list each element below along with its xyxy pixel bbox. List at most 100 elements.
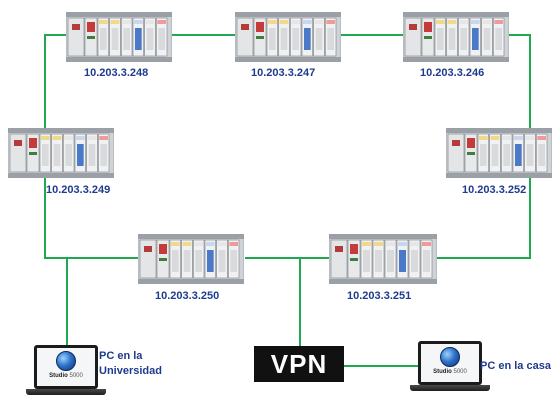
link-248-249 bbox=[44, 34, 66, 128]
rack-bottom-rail bbox=[446, 173, 552, 178]
rack-top-rail bbox=[403, 12, 509, 17]
io-module-stripe bbox=[64, 136, 73, 140]
power-led bbox=[335, 246, 343, 252]
io-module-face bbox=[280, 28, 288, 50]
io-module-face bbox=[538, 144, 545, 166]
power-led bbox=[241, 24, 249, 30]
io-module-stripe bbox=[76, 136, 85, 140]
io-module-face bbox=[269, 28, 276, 50]
io-module-face bbox=[515, 144, 522, 166]
io-module-stripe bbox=[490, 136, 500, 140]
laptop-home: Studio 5000 bbox=[410, 341, 490, 391]
io-module-face bbox=[100, 144, 107, 166]
power-supply-module bbox=[67, 17, 85, 57]
io-module-face bbox=[503, 144, 510, 166]
io-module-stripe bbox=[41, 136, 50, 140]
io-module-stripe bbox=[268, 20, 277, 24]
controller-display bbox=[29, 138, 37, 148]
controller-led bbox=[350, 258, 358, 261]
rack-bottom-rail bbox=[66, 57, 172, 62]
io-module-stripe bbox=[479, 136, 488, 140]
io-module-stripe bbox=[206, 242, 215, 246]
io-module-face bbox=[315, 28, 323, 50]
io-module-stripe bbox=[217, 242, 227, 246]
io-module-face bbox=[111, 28, 119, 50]
io-module-face bbox=[387, 250, 394, 272]
io-module-stripe bbox=[303, 20, 312, 24]
studio-5000-logo-icon bbox=[440, 347, 460, 367]
controller-display bbox=[87, 22, 95, 32]
controller-led bbox=[424, 36, 432, 39]
power-led bbox=[14, 140, 22, 146]
power-supply-module bbox=[330, 239, 348, 279]
io-module-face bbox=[292, 28, 299, 50]
controller-display bbox=[350, 244, 358, 254]
link-251-252 bbox=[437, 178, 531, 259]
power-supply-module bbox=[447, 133, 465, 173]
io-module-face bbox=[42, 144, 49, 166]
plc-rack-251 bbox=[329, 234, 437, 284]
ip-label-246: 10.203.3.246 bbox=[420, 67, 485, 79]
io-module-stripe bbox=[229, 242, 238, 246]
io-module-face bbox=[423, 250, 430, 272]
rack-bottom-rail bbox=[403, 57, 509, 62]
io-module-stripe bbox=[514, 136, 523, 140]
io-module-stripe bbox=[291, 20, 300, 24]
io-module-stripe bbox=[110, 20, 120, 24]
rack-top-rail bbox=[235, 12, 341, 17]
rack-top-rail bbox=[329, 234, 437, 239]
io-module-face bbox=[460, 28, 467, 50]
controller-led bbox=[159, 258, 167, 261]
io-module-face bbox=[123, 28, 130, 50]
io-module-face bbox=[53, 144, 61, 166]
io-module-face bbox=[183, 250, 191, 272]
ip-label-252: 10.203.3.252 bbox=[462, 184, 527, 196]
io-module-face bbox=[230, 250, 237, 272]
io-module-face bbox=[526, 144, 534, 166]
plc-rack-246 bbox=[403, 12, 509, 62]
io-module-stripe bbox=[99, 20, 108, 24]
laptop-base bbox=[26, 389, 106, 395]
io-module-stripe bbox=[436, 20, 445, 24]
link-246-252 bbox=[509, 34, 531, 128]
plc-rack-252 bbox=[446, 128, 552, 178]
laptop-screen: Studio 5000 bbox=[418, 341, 482, 385]
io-module-face bbox=[480, 144, 487, 166]
rack-top-rail bbox=[8, 128, 114, 133]
studio-label: Studio 5000 bbox=[433, 369, 467, 375]
io-module-face bbox=[495, 28, 502, 50]
io-module-face bbox=[375, 250, 382, 272]
controller-display bbox=[159, 244, 167, 254]
io-module-face bbox=[88, 144, 96, 166]
pc-home-label: PC en la casa bbox=[480, 360, 551, 372]
io-module-stripe bbox=[279, 20, 289, 24]
io-module-face bbox=[172, 250, 179, 272]
io-module-stripe bbox=[182, 242, 192, 246]
io-module-face bbox=[100, 28, 107, 50]
io-module-stripe bbox=[314, 20, 324, 24]
io-module-stripe bbox=[374, 242, 383, 246]
studio-5000-logo-icon bbox=[56, 351, 76, 371]
power-led bbox=[72, 24, 80, 30]
controller-display bbox=[467, 138, 475, 148]
power-supply-module bbox=[236, 17, 254, 57]
ip-label-248: 10.203.3.248 bbox=[84, 67, 149, 79]
power-led bbox=[452, 140, 460, 146]
controller-display bbox=[424, 22, 432, 32]
rack-top-rail bbox=[446, 128, 552, 133]
io-module-stripe bbox=[386, 242, 395, 246]
io-module-stripe bbox=[87, 136, 97, 140]
rack-bottom-rail bbox=[8, 173, 114, 178]
controller-led bbox=[29, 152, 37, 155]
io-module-stripe bbox=[398, 242, 407, 246]
io-module-face bbox=[472, 28, 479, 50]
ip-label-250: 10.203.3.250 bbox=[155, 290, 220, 302]
plc-rack-248 bbox=[66, 12, 172, 62]
io-module-face bbox=[327, 28, 334, 50]
io-module-stripe bbox=[537, 136, 546, 140]
io-module-stripe bbox=[410, 242, 419, 246]
io-module-face bbox=[483, 28, 491, 50]
rack-bottom-rail bbox=[138, 279, 244, 284]
ip-label-247: 10.203.3.247 bbox=[251, 67, 316, 79]
